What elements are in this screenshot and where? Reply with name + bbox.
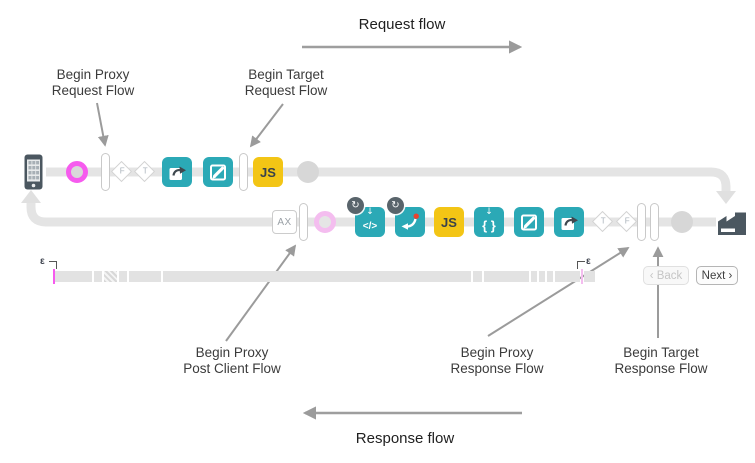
annotation-target-request: Begin Target Request Flow: [216, 67, 356, 99]
javascript-policy-icon[interactable]: JS: [253, 157, 283, 187]
down-arrow-icon: ↓: [485, 207, 493, 217]
flow-callout-policy-icon[interactable]: [554, 207, 584, 237]
js-label: JS: [441, 214, 457, 230]
message-start-ring-faded[interactable]: [314, 211, 336, 233]
annotation-line: Begin Proxy: [460, 345, 534, 360]
back-button[interactable]: ‹ Back: [643, 266, 689, 285]
annotation-post-client: Begin Proxy Post Client Flow: [162, 345, 302, 377]
annotation-line: Request Flow: [51, 83, 135, 98]
condition-diamond-true[interactable]: T: [591, 210, 614, 233]
timeline-segment: [484, 271, 529, 282]
diamond-letter: T: [142, 166, 148, 176]
timeline-segment: [163, 271, 471, 282]
ax-label: AX: [277, 216, 292, 228]
request-track-arrowhead-icon: [716, 191, 736, 204]
annotation-proxy-response: Begin Proxy Response Flow: [427, 345, 567, 377]
flow-callout-policy-icon[interactable]: [162, 157, 192, 187]
diamond-letter: F: [119, 166, 125, 176]
annotation-line: Begin Target: [623, 345, 699, 360]
timeline-segment: [119, 271, 127, 282]
braces-glyph: { }: [482, 218, 496, 233]
assign-message-policy-icon[interactable]: [514, 207, 544, 237]
javascript-policy-icon[interactable]: JS: [434, 207, 464, 237]
condition-diamond-true[interactable]: T: [133, 160, 156, 183]
timeline-segment: [55, 271, 92, 282]
timeline-segment: [555, 271, 580, 282]
annotation-arrow-proxy-request: [96, 102, 109, 147]
response-track-arrowhead-icon: [21, 190, 41, 203]
assign-message-policy-icon[interactable]: [203, 157, 233, 187]
iteration-badge-icon: ↻: [347, 197, 364, 214]
iteration-badge-icon: ↻: [387, 197, 404, 214]
request-segment-end-dot[interactable]: [297, 161, 319, 183]
timeline-segment: [531, 271, 537, 282]
timeline-tick: [53, 269, 55, 284]
annotation-line: Response Flow: [450, 361, 544, 376]
annotation-arrow-target-request: [249, 103, 284, 148]
annotation-line: Begin Target: [248, 67, 324, 82]
range-bracket-right-icon: [577, 261, 585, 269]
analytics-step-box[interactable]: AX: [272, 210, 297, 234]
timeline-tick: [581, 269, 583, 284]
condition-diamond-false[interactable]: F: [615, 210, 638, 233]
down-arrow-icon: ↓: [366, 207, 374, 217]
epsilon-marker-left: ε: [40, 256, 45, 267]
target-response-flow-bar[interactable]: [650, 203, 659, 241]
timeline-segment: [129, 271, 161, 282]
epsilon-marker-right: ε: [586, 256, 591, 267]
annotation-arrow-proxy-response: [487, 247, 630, 337]
target-server-icon[interactable]: [716, 208, 748, 238]
code-glyph: </>: [362, 221, 378, 232]
json-policy-icon[interactable]: ↓ { }: [474, 207, 504, 237]
route-policy-icon[interactable]: ↻: [387, 197, 425, 237]
response-segment-end-dot[interactable]: [671, 211, 693, 233]
proxy-response-flow-bar[interactable]: [637, 203, 646, 241]
timeline-bar[interactable]: [0, 269, 755, 284]
js-label: JS: [260, 164, 276, 180]
timeline-segment: [539, 271, 545, 282]
request-flow-title: Request flow: [358, 16, 446, 33]
timeline-segment: [547, 271, 553, 282]
annotation-line: Request Flow: [244, 83, 328, 98]
diamond-letter: T: [600, 216, 606, 226]
annotation-line: Response Flow: [614, 361, 708, 376]
diamond-letter: F: [624, 216, 630, 226]
proxy-request-flow-bar[interactable]: [101, 153, 110, 191]
annotation-target-response: Begin Target Response Flow: [591, 345, 731, 377]
next-button[interactable]: Next ›: [696, 266, 738, 285]
timeline-segment: [584, 271, 595, 282]
response-flow-title: Response flow: [355, 430, 455, 447]
annotation-line: Begin Proxy: [195, 345, 269, 360]
post-client-flow-bar[interactable]: [299, 203, 308, 241]
extract-variables-policy-icon[interactable]: ↻ ↓ </>: [347, 197, 385, 237]
message-start-ring[interactable]: [66, 161, 88, 183]
timeline-segment: [473, 271, 482, 282]
client-device-icon[interactable]: [24, 154, 43, 190]
timeline-segment: [104, 271, 117, 282]
annotation-proxy-request: Begin Proxy Request Flow: [23, 67, 163, 99]
condition-diamond-false[interactable]: F: [110, 160, 133, 183]
annotation-line: Begin Proxy: [56, 67, 130, 82]
annotation-arrow-post-client: [225, 244, 297, 342]
range-bracket-left-icon: [49, 261, 57, 269]
annotation-line: Post Client Flow: [183, 361, 281, 376]
timeline-segment: [94, 271, 102, 282]
target-request-flow-bar[interactable]: [239, 153, 248, 191]
